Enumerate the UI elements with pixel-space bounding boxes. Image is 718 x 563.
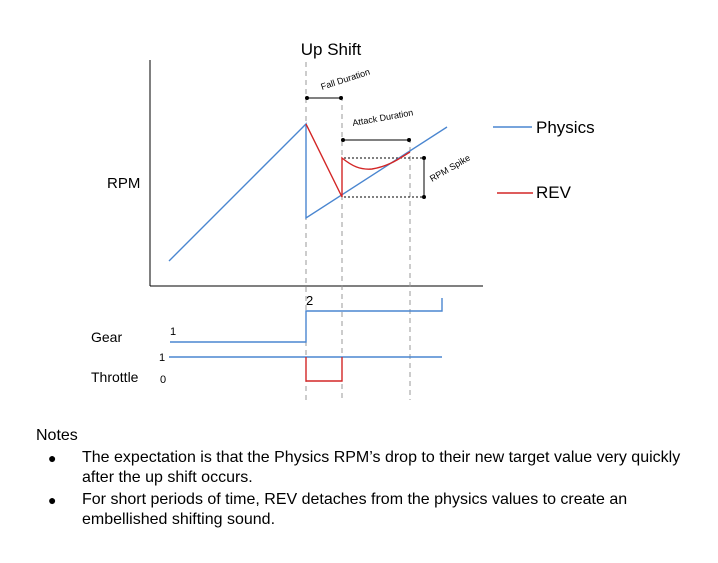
- fall-duration-end-dot: [339, 96, 343, 100]
- diagram-title: Up Shift: [301, 40, 362, 59]
- rev-rpm-line: [305, 123, 411, 198]
- rpm-spike-guides: [344, 157, 424, 198]
- gear-1-label: 1: [170, 326, 176, 338]
- notes-title: Notes: [36, 427, 78, 444]
- notes-section: Notes ● The expectation is that the Phys…: [36, 426, 706, 532]
- physics-rpm-line: [168, 122, 448, 262]
- rpm-axis-label: RPM: [107, 175, 140, 192]
- notes-item-text: The expectation is that the Physics RPM’…: [82, 449, 681, 486]
- notes-item: ● The expectation is that the Physics RP…: [36, 448, 706, 488]
- fall-duration-start-dot: [305, 96, 309, 100]
- rpm-spike-bottom-dot: [422, 195, 426, 199]
- attack-duration-end-dot: [407, 138, 411, 142]
- throttle-0-label: 0: [160, 374, 166, 386]
- notes-list: ● The expectation is that the Physics RP…: [36, 448, 706, 530]
- attack-duration-bracket: Attack Duration: [341, 107, 414, 142]
- bullet-icon: ●: [48, 450, 57, 466]
- legend-rev-label: REV: [536, 183, 572, 202]
- rpm-spike-top-dot: [422, 156, 426, 160]
- legend: Physics REV: [493, 118, 595, 202]
- gear-2-label: 2: [306, 293, 313, 308]
- legend-physics-label: Physics: [536, 118, 595, 137]
- throttle-label: Throttle: [91, 369, 139, 385]
- fall-duration-bracket: Fall Duration: [305, 67, 371, 100]
- fall-duration-label: Fall Duration: [320, 67, 372, 92]
- bullet-icon: ●: [48, 492, 57, 508]
- gear-label: Gear: [91, 329, 122, 345]
- up-shift-diagram: Up Shift Fall Duration Attack Duration R…: [91, 40, 595, 400]
- attack-duration-start-dot: [341, 138, 345, 142]
- rpm-spike-label: RPM Spike: [428, 153, 472, 184]
- notes-item: ● For short periods of time, REV detache…: [36, 490, 706, 530]
- throttle-1-label: 1: [159, 352, 165, 364]
- notes-item-text: For short periods of time, REV detaches …: [82, 491, 628, 528]
- rpm-spike-bracket: RPM Spike: [422, 153, 472, 199]
- attack-duration-label: Attack Duration: [352, 107, 414, 128]
- throttle-rev-line: [305, 357, 343, 382]
- gear-signal-line: [170, 298, 443, 343]
